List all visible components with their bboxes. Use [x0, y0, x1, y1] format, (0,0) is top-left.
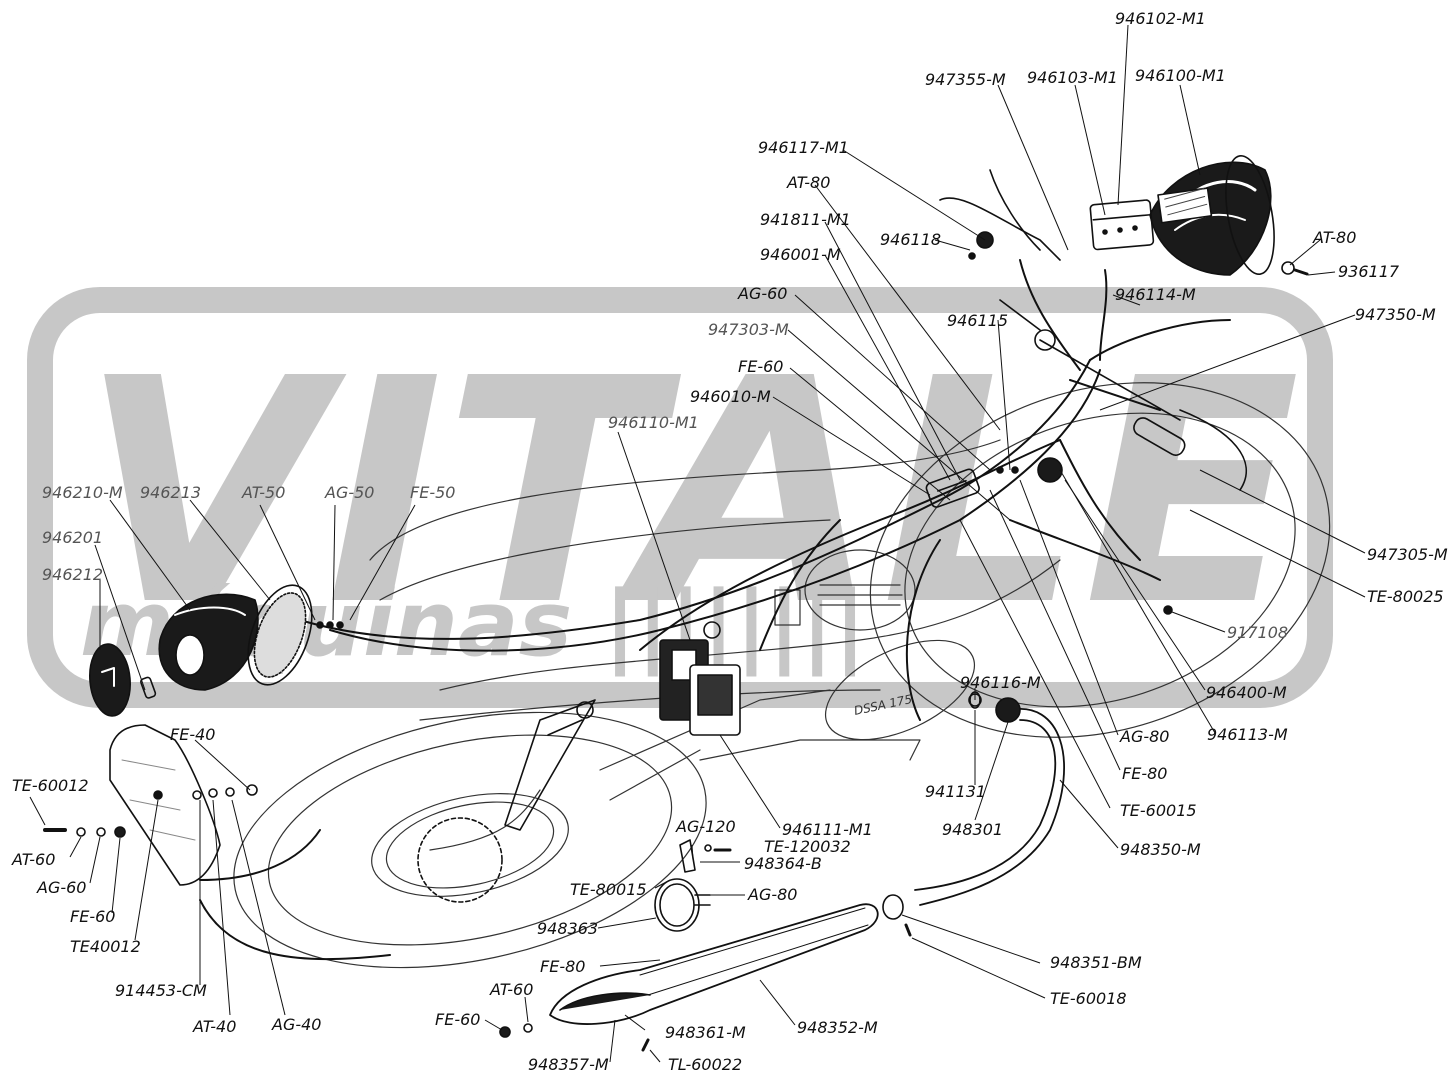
- label-te-60015: TE-60015: [1120, 801, 1197, 820]
- label-947303-m: 947303-M: [708, 320, 789, 339]
- label-947350-m: 947350-M: [1355, 305, 1436, 324]
- label-948352-m: 948352-M: [797, 1018, 878, 1037]
- label-948361-m: 948361-M: [665, 1023, 746, 1042]
- label-917108: 917108: [1227, 623, 1288, 642]
- label-fe-60-left: FE-60: [70, 907, 115, 926]
- label-te-80015: TE-80015: [570, 880, 647, 899]
- label-at-50: AT-50: [241, 483, 285, 502]
- label-946111-m1: 946111-M1: [782, 820, 873, 839]
- engine: [774, 549, 916, 631]
- label-948351-bm: 948351-BM: [1050, 953, 1142, 972]
- label-948301: 948301: [942, 820, 1003, 839]
- label-946212: 946212: [42, 565, 103, 584]
- label-at-40: AT-40: [192, 1017, 236, 1036]
- label-te-60012: TE-60012: [12, 776, 89, 795]
- rear-wheel: [233, 711, 707, 969]
- leader-lines: [29, 24, 1366, 1063]
- label-941131: 941131: [925, 782, 986, 801]
- label-at-60-bottom: AT-60: [489, 980, 533, 999]
- muffler: [549, 894, 904, 1025]
- label-ag-60-top: AG-60: [737, 284, 787, 303]
- bolt-936117: [1293, 268, 1309, 276]
- label-948364-b: 948364-B: [744, 854, 822, 873]
- label-936117: 936117: [1338, 262, 1400, 281]
- label-te-60018: TE-60018: [1050, 989, 1127, 1008]
- label-941811-m1: 941811-M1: [760, 210, 851, 229]
- label-fe-80-mid: FE-80: [540, 957, 585, 976]
- label-948350-m: 948350-M: [1120, 840, 1201, 859]
- label-946100-m1: 946100-M1: [1135, 66, 1226, 85]
- label-tl-60022: TL-60022: [668, 1055, 742, 1074]
- label-948357-m: 948357-M: [528, 1055, 609, 1074]
- exhaust-clamp: [654, 839, 711, 932]
- label-946116-m: 946116-M: [960, 673, 1041, 692]
- horn-946400: [1037, 457, 1063, 483]
- label-914453-cm: 914453-CM: [115, 981, 207, 1000]
- label-946103-m1: 946103-M1: [1027, 68, 1118, 87]
- label-946010-m: 946010-M: [690, 387, 771, 406]
- label-946400-m: 946400-M: [1206, 683, 1287, 702]
- label-947355-m: 947355-M: [925, 70, 1006, 89]
- nut-917108: [1163, 605, 1173, 615]
- fasteners: [43, 621, 982, 1052]
- label-fe-40: FE-40: [170, 725, 215, 744]
- label-946114-m: 946114-M: [1115, 285, 1196, 304]
- label-fe-60-top: FE-60: [738, 357, 783, 376]
- label-ag-120: AG-120: [675, 817, 736, 836]
- label-946001-m: 946001-M: [760, 245, 841, 264]
- label-946210-m: 946210-M: [42, 483, 123, 502]
- label-ag-50: AG-50: [324, 483, 374, 502]
- rear-shock: [504, 699, 596, 831]
- label-te40012: TE40012: [70, 937, 141, 956]
- rear-sprocket: [417, 817, 503, 903]
- switch-box: [1089, 199, 1155, 251]
- label-at-60-left: AT-60: [11, 850, 55, 869]
- label-948363: 948363: [537, 919, 598, 938]
- screw-946118: [968, 252, 976, 260]
- label-946102-m1: 946102-M1: [1115, 9, 1206, 28]
- label-at-80-right: AT-80: [1312, 228, 1356, 247]
- handlebars: [939, 169, 1247, 491]
- label-fe-50: FE-50: [410, 483, 455, 502]
- label-ag-80-mid: AG-80: [747, 885, 797, 904]
- motorcycle-line-art: DSSA 175: [43, 154, 1331, 1052]
- label-946118: 946118: [880, 230, 941, 249]
- label-946110-m1: 946110-M1: [608, 413, 699, 432]
- label-fe-60-bottom: FE-60: [435, 1010, 480, 1029]
- battery: [659, 621, 741, 736]
- label-ag-40: AG-40: [271, 1015, 321, 1034]
- label-ag-60-left: AG-60: [36, 878, 86, 897]
- label-946113-m: 946113-M: [1207, 725, 1288, 744]
- label-946117-m1: 946117-M1: [758, 138, 849, 157]
- label-te-80025: TE-80025: [1367, 587, 1444, 606]
- exhaust-header: [914, 691, 1065, 906]
- tail-light: [89, 584, 313, 717]
- label-te-120032: TE-120032: [764, 837, 851, 856]
- label-at-80-top: AT-80: [786, 173, 830, 192]
- label-946201: 946201: [42, 528, 103, 547]
- label-946213: 946213: [140, 483, 201, 502]
- label-ag-80-right: AG-80: [1119, 727, 1169, 746]
- label-946115: 946115: [947, 311, 1008, 330]
- part-callouts: 946102-M1 947355-M 946103-M1 946100-M1 9…: [11, 9, 1448, 1074]
- headlight: [1149, 154, 1275, 276]
- license-plate: [109, 724, 221, 886]
- label-947305-m: 947305-M: [1367, 545, 1448, 564]
- washer-at80: [1281, 261, 1295, 275]
- label-fe-80-right: FE-80: [1122, 764, 1167, 783]
